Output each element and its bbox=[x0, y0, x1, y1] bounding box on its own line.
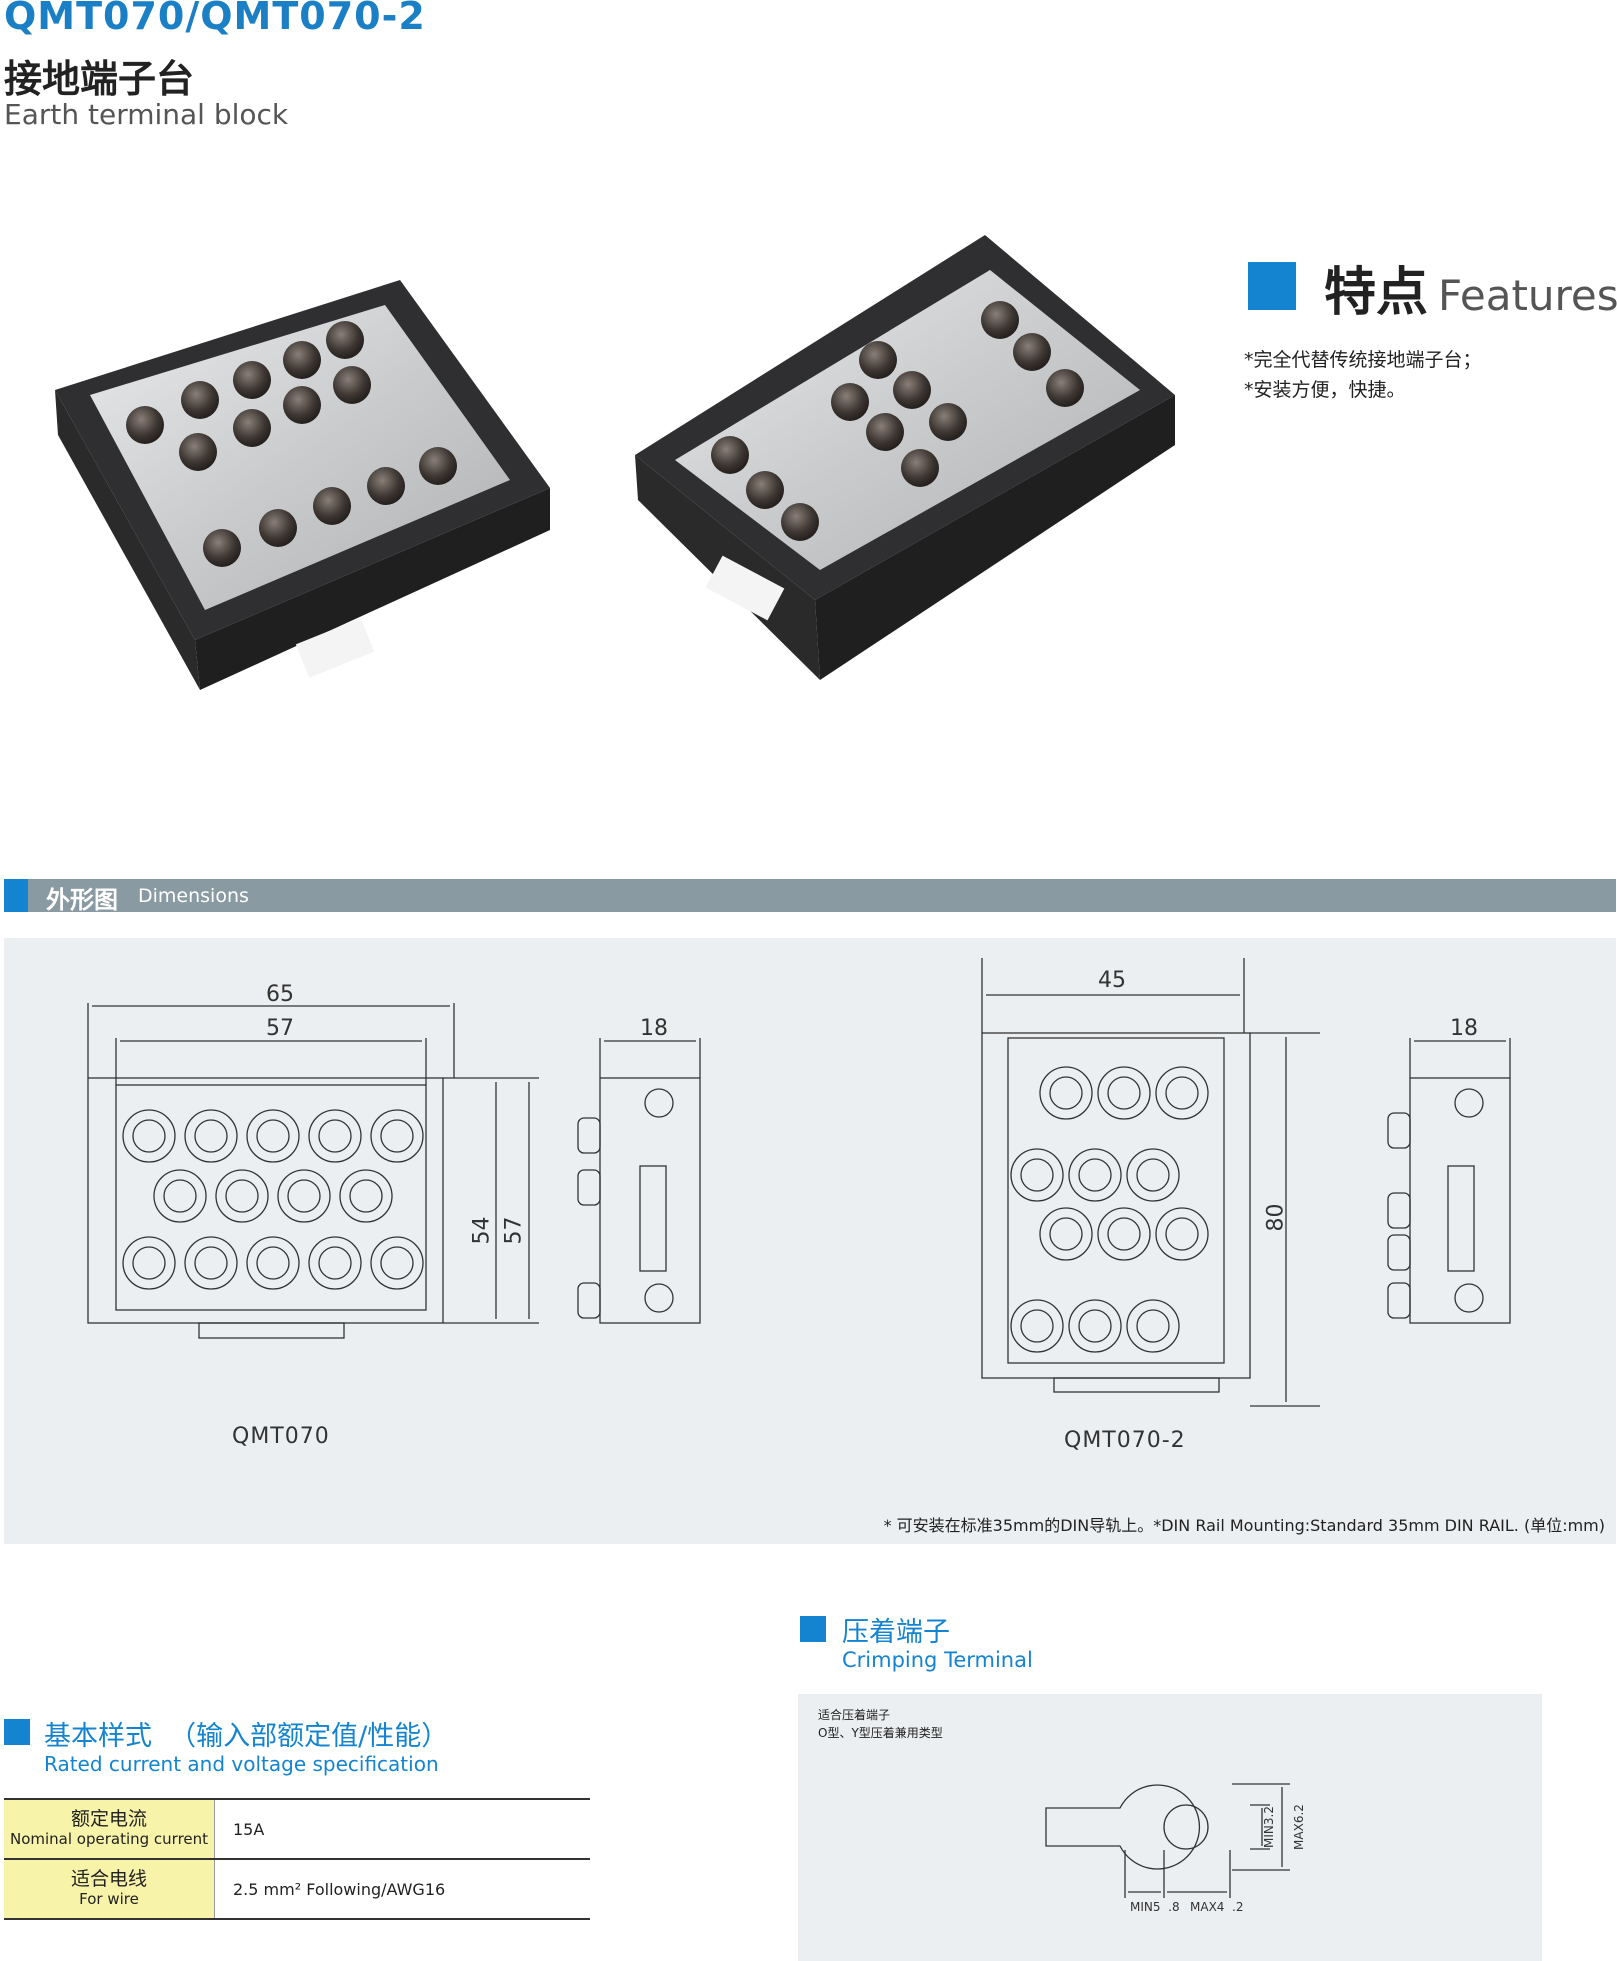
dim-qmt070-2-height: 80 bbox=[1263, 1203, 1289, 1232]
drawing-qmt070-2-side bbox=[1387, 1038, 1511, 1324]
drawing-label-qmt070-2: QMT070-2 bbox=[1064, 1428, 1186, 1453]
features-item: *安装方便，快捷。 bbox=[1244, 379, 1406, 401]
product-title-zh: 接地端子台 bbox=[4, 57, 195, 101]
crimping-terminal-drawing bbox=[1045, 1783, 1290, 1898]
crimp-dim-max-b: MAX4 .2 bbox=[1190, 1900, 1244, 1914]
crimping-title-zh: 压着端子 bbox=[842, 1617, 950, 1648]
spec-label-cell: 额定电流 Nominal operating current bbox=[4, 1798, 215, 1860]
dimensions-title-zh: 外形图 bbox=[46, 886, 118, 914]
spec-value: 15A bbox=[214, 1798, 590, 1860]
spec-label-en: For wire bbox=[79, 1890, 139, 1908]
model-number: QMT070/QMT070-2 bbox=[4, 0, 426, 38]
spec-label-zh: 额定电流 bbox=[70, 1808, 147, 1830]
features-title-zh: 特点 bbox=[1324, 263, 1429, 323]
features-item: *完全代替传统接地端子台； bbox=[1244, 349, 1482, 371]
features-title-en: Features bbox=[1438, 271, 1617, 320]
dim-qmt070-2-width: 45 bbox=[1098, 968, 1126, 993]
dim-qmt070-depth: 18 bbox=[640, 1016, 668, 1041]
product-photo-qmt070 bbox=[55, 280, 550, 690]
rated-marker bbox=[4, 1719, 30, 1745]
drawing-qmt070-side bbox=[577, 1038, 701, 1324]
rated-spec-table: 额定电流 Nominal operating current 15A 适合电线 … bbox=[4, 1798, 590, 1920]
spec-label-en: Nominal operating current bbox=[9, 1830, 209, 1848]
dim-qmt070-height-outer: 57 bbox=[501, 1216, 527, 1245]
features-marker bbox=[1248, 262, 1296, 310]
crimp-dim-min-a: MIN3.2 bbox=[1261, 1806, 1276, 1848]
product-title-en: Earth terminal block bbox=[4, 98, 289, 131]
dimensions-header-bar: 外形图 Dimensions bbox=[4, 879, 1616, 914]
crimping-desc-line1: 适合压着端子 bbox=[818, 1708, 891, 1722]
drawing-label-qmt070: QMT070 bbox=[232, 1424, 330, 1449]
crimp-dim-max-a: MAX6.2 bbox=[1291, 1804, 1306, 1850]
features-list: *完全代替传统接地端子台； *安装方便，快捷。 bbox=[1244, 345, 1482, 405]
table-row: 额定电流 Nominal operating current 15A bbox=[4, 1798, 590, 1860]
spec-value: 2.5 mm² Following/AWG16 bbox=[214, 1859, 590, 1920]
din-rail-note: * 可安装在标准35mm的DIN导轨上。*DIN Rail Mounting:S… bbox=[883, 1516, 1605, 1535]
rated-title-en: Rated current and voltage specification bbox=[44, 1752, 439, 1776]
crimping-title-en: Crimping Terminal bbox=[842, 1648, 1033, 1672]
spec-label-zh: 适合电线 bbox=[70, 1868, 147, 1890]
dim-qmt070-2-depth: 18 bbox=[1450, 1016, 1478, 1041]
drawing-qmt070-front bbox=[87, 1003, 539, 1339]
dimensions-title-en: Dimensions bbox=[138, 885, 249, 907]
dimensions-panel bbox=[4, 938, 1616, 1544]
drawing-qmt070-2-front bbox=[981, 958, 1320, 1407]
product-photo-qmt070-2 bbox=[635, 235, 1175, 680]
spec-label-cell: 适合电线 For wire bbox=[4, 1859, 215, 1920]
crimping-desc-line2: O型、Y型压着兼用类型 bbox=[818, 1726, 943, 1740]
dimensions-marker bbox=[4, 879, 28, 912]
dim-qmt070-width-inner: 57 bbox=[266, 1016, 294, 1041]
rated-title-zh: 基本样式 （输入部额定值/性能） bbox=[44, 1721, 449, 1752]
product-photo bbox=[55, 235, 1175, 690]
dim-qmt070-height-inner: 54 bbox=[469, 1216, 495, 1245]
crimp-dim-min-b: MIN5 .8 bbox=[1130, 1900, 1180, 1914]
crimping-marker bbox=[800, 1616, 826, 1642]
dimension-drawings bbox=[87, 958, 1511, 1407]
dim-qmt070-width-outer: 65 bbox=[266, 982, 294, 1007]
table-row: 适合电线 For wire 2.5 mm² Following/AWG16 bbox=[4, 1859, 590, 1920]
crimping-panel bbox=[798, 1694, 1542, 1961]
